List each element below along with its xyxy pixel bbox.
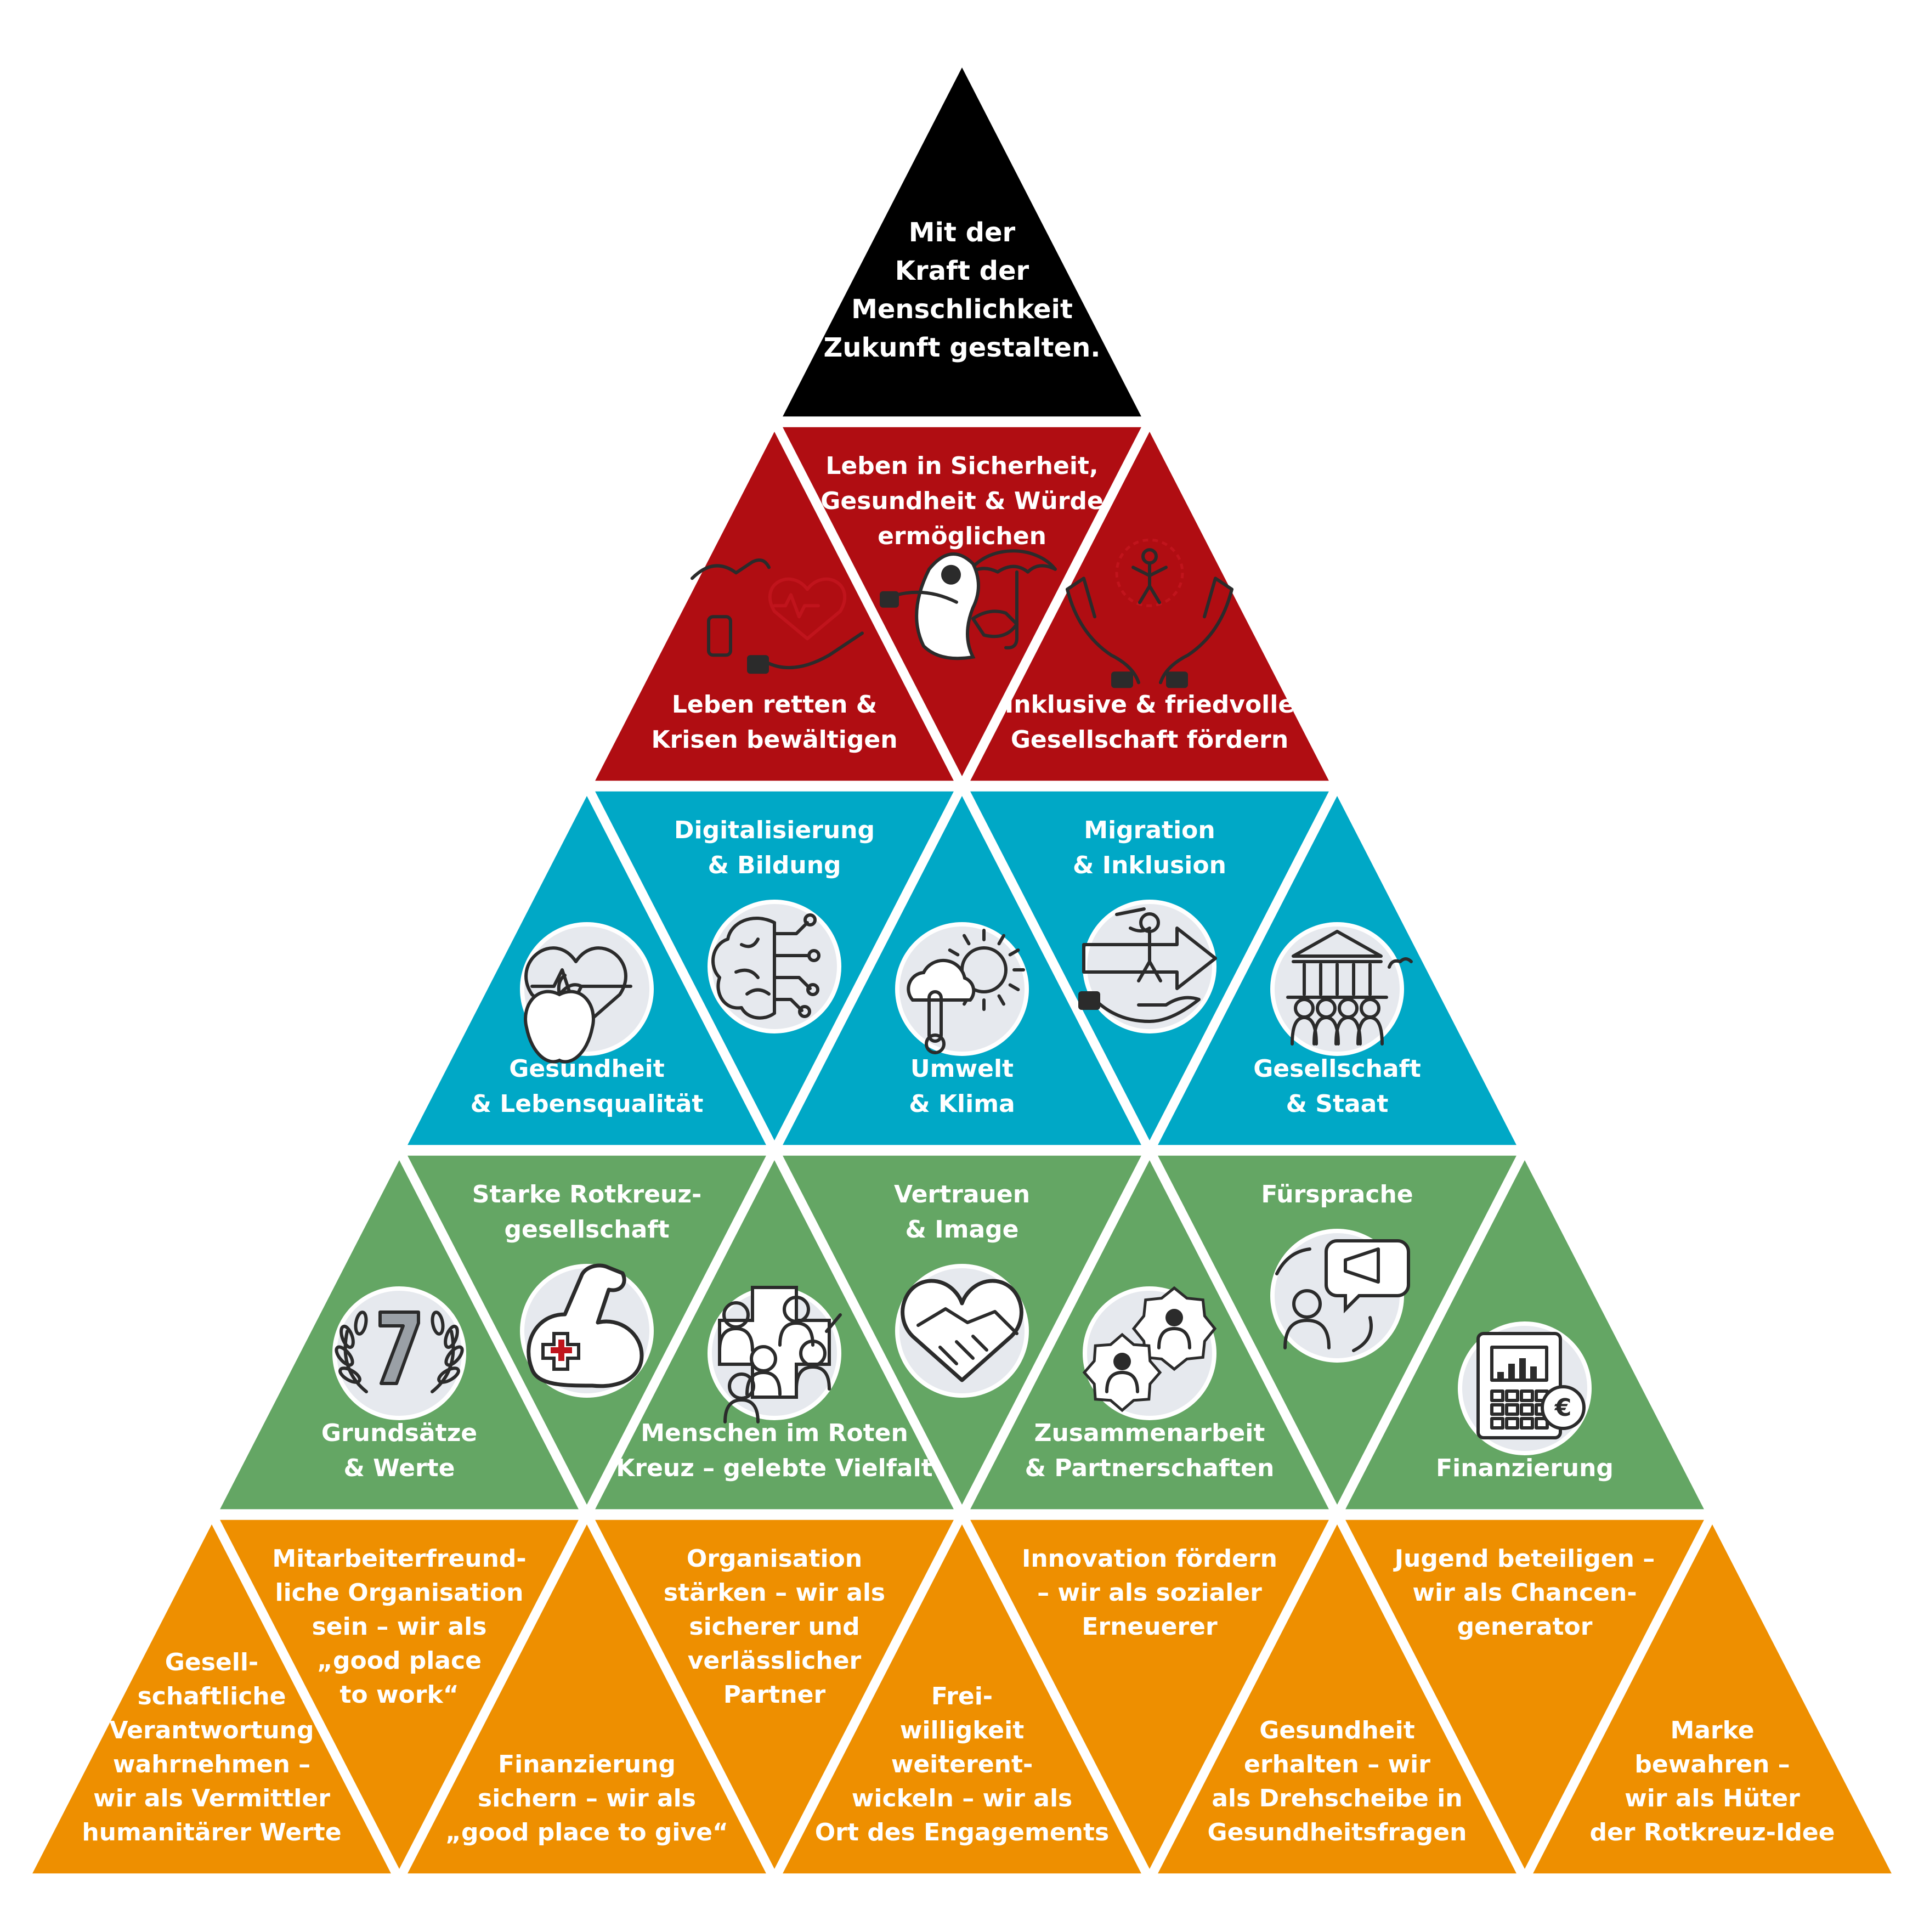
megaphone-advocacy-icon bbox=[1270, 1229, 1410, 1363]
pyramid-row-purpose: Leben retten &Krisen bewältigen Leben in … bbox=[595, 427, 1329, 781]
foundations-cell-6: € Finanzierung bbox=[1345, 1160, 1704, 1510]
action-fields-cell-1: Digitalisierung& Bildung bbox=[595, 791, 954, 1140]
foundation-label: Grundsätze& Werte bbox=[321, 1419, 477, 1482]
flexed-arm-cross-icon bbox=[520, 1263, 654, 1398]
seven-laurel-icon bbox=[332, 1286, 466, 1420]
pyramid-triangle bbox=[1345, 1519, 1704, 1869]
pyramid-triangle bbox=[783, 1524, 1141, 1874]
calculator-chart-icon: € bbox=[1458, 1321, 1592, 1455]
action-fields-cell-3: Migration& Inklusion bbox=[970, 791, 1329, 1140]
foundations-cell-5: Fürsprache bbox=[1158, 1155, 1516, 1505]
action-field-label: Gesellschaft& Staat bbox=[1253, 1055, 1421, 1118]
sun-cloud-thermometer-icon bbox=[895, 922, 1029, 1056]
action-fields-cell-0: Gesundheit& Lebensqualität bbox=[408, 796, 766, 1145]
purpose-label: Leben retten &Krisen bewältigen bbox=[651, 691, 897, 754]
diverse-people-cross-icon bbox=[708, 1286, 842, 1423]
umbrella-protection-icon bbox=[880, 549, 1057, 660]
parliament-people-icon bbox=[1270, 922, 1413, 1056]
action-fields-cell-4: Gesellschaft& Staat bbox=[1158, 796, 1516, 1145]
action-field-label: Umwelt& Klima bbox=[909, 1055, 1015, 1118]
foundation-label: Zusammenarbeit& Partnerschaften bbox=[1025, 1419, 1275, 1482]
pyramid-triangle bbox=[32, 1524, 391, 1874]
foundation-label: Vertrauen& Image bbox=[894, 1180, 1030, 1244]
people-gears-icon bbox=[1082, 1286, 1217, 1420]
apple-heart-icon bbox=[520, 922, 654, 1064]
action-field-label: Gesundheit& Lebensqualität bbox=[471, 1055, 704, 1118]
pyramid-triangle bbox=[783, 67, 1141, 417]
action-fields-cell-2: Umwelt& Klima bbox=[783, 796, 1141, 1145]
foundation-label: Starke Rotkreuz-gesellschaft bbox=[472, 1180, 702, 1244]
pyramid-triangle bbox=[595, 1519, 954, 1869]
pyramid-row-action-fields: Gesundheit& Lebensqualität Digitalisierun… bbox=[408, 791, 1516, 1145]
action-field-label: Digitalisierung& Bildung bbox=[674, 816, 875, 879]
brain-circuit-icon bbox=[708, 900, 841, 1033]
pyramid-triangle bbox=[1533, 1524, 1892, 1874]
pyramid-triangle bbox=[1158, 1524, 1516, 1874]
svg-text:€: € bbox=[1554, 1394, 1572, 1422]
pyramid-triangle bbox=[408, 1524, 766, 1874]
open-hands-person-icon bbox=[1066, 538, 1233, 688]
handshake-heart-icon bbox=[895, 1264, 1029, 1398]
foundations-cell-4: Zusammenarbeit& Partnerschaften bbox=[970, 1160, 1329, 1510]
foundation-label: Fürsprache bbox=[1261, 1180, 1413, 1208]
migration-arrow-hand-icon bbox=[1078, 900, 1217, 1033]
foundations-cell-1: Starke Rotkreuz-gesellschaft bbox=[408, 1155, 766, 1505]
goal-label: Jugend beteiligen –wir als Chancen-gener… bbox=[1393, 1545, 1655, 1641]
purpose-cell-0: Leben retten &Krisen bewältigen bbox=[595, 432, 954, 781]
foundations-cell-0: Grundsätze& Werte bbox=[220, 1160, 579, 1510]
action-field-label: Migration& Inklusion bbox=[1073, 816, 1226, 879]
foundations-cell-3: Vertrauen& Image bbox=[783, 1155, 1141, 1505]
pyramid-row-foundations: Grundsätze& Werte Starke Rotkreuz-gesells… bbox=[220, 1155, 1704, 1510]
heart-hand-blood-donation-icon bbox=[691, 558, 864, 674]
pyramid-triangle bbox=[970, 1519, 1329, 1869]
goals-cell-7: Jugend beteiligen –wir als Chancen-gener… bbox=[1345, 1519, 1704, 1869]
pyramid-triangle bbox=[220, 1519, 579, 1869]
foundation-label: Finanzierung bbox=[1436, 1454, 1614, 1482]
